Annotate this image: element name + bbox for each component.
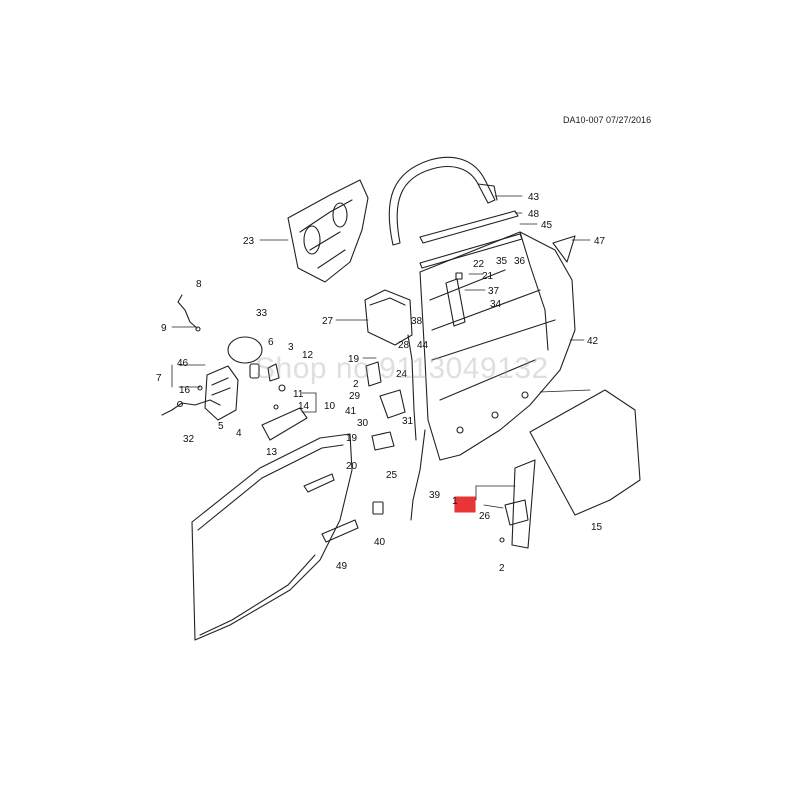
part-outside-handle [303, 473, 335, 493]
callout-7: 7 [156, 373, 162, 384]
callout-6: 6 [268, 337, 274, 348]
callout-31: 31 [402, 416, 414, 427]
callout-48: 48 [528, 209, 540, 220]
part-release-cable [161, 399, 221, 416]
callout-15: 15 [591, 522, 603, 533]
callout-13: 13 [266, 447, 278, 458]
callout-43: 43 [528, 192, 540, 203]
callout-34: 34 [490, 299, 502, 310]
callout-49: 49 [336, 561, 348, 572]
callout-36: 36 [514, 256, 526, 267]
callout-1: 1 [452, 496, 458, 507]
part-cable-loop [227, 336, 263, 364]
callout-42: 42 [587, 336, 599, 347]
callout-19: 19 [348, 354, 360, 365]
part-corner-trim [552, 235, 576, 263]
document-id: DA10-007 07/27/2016 [563, 115, 652, 125]
callout-8: 8 [196, 279, 202, 290]
callout-47: 47 [594, 236, 606, 247]
callout-27: 27 [322, 316, 334, 327]
leader-lines [171, 195, 591, 509]
callout-2: 2 [353, 379, 359, 390]
callout-40: 40 [374, 537, 386, 548]
part-door-inner-panel [419, 231, 576, 461]
part-clip-3 [267, 363, 280, 382]
callout-3: 3 [288, 342, 294, 353]
callout-22: 22 [473, 259, 485, 270]
part-hinge-lower [371, 431, 395, 451]
callout-26: 26 [479, 511, 491, 522]
callout-16: 16 [179, 385, 191, 396]
shop-watermark: Shop no 9113049132 [255, 352, 549, 385]
callout-21: 21 [482, 271, 494, 282]
part-door-check [379, 389, 406, 419]
callout-35: 35 [496, 256, 508, 267]
part-inner-cover [364, 289, 413, 346]
part-water-deflector [287, 179, 369, 283]
callout-11: 11 [293, 389, 304, 400]
part-window-frame-arch [388, 156, 498, 246]
callout-32: 32 [183, 434, 195, 445]
callout-29: 29 [349, 391, 361, 402]
callout-9: 9 [161, 323, 167, 334]
callout-45: 45 [541, 220, 553, 231]
callout-10: 10 [324, 401, 336, 412]
callout-39: 39 [429, 490, 441, 501]
callout-25: 25 [386, 470, 398, 481]
callout-24: 24 [396, 369, 408, 380]
part-handle-assembly [321, 519, 359, 543]
part-guide-rail [445, 272, 466, 327]
part-door-lock-actuator [197, 365, 239, 421]
callout-12: 12 [302, 350, 314, 361]
callout-5: 5 [218, 421, 224, 432]
callout-38: 38 [411, 316, 423, 327]
callout-30: 30 [357, 418, 369, 429]
part-clip-6 [249, 363, 260, 379]
part-hinge-upper [365, 361, 382, 387]
callout-44: 44 [417, 340, 429, 351]
part-inside-handle [261, 384, 308, 441]
part-regulator-motor-highlight [454, 496, 476, 513]
part-door-glass [529, 389, 641, 516]
callout-33: 33 [256, 308, 268, 319]
callout-19: 19 [346, 433, 358, 444]
callout-23: 23 [243, 236, 255, 247]
part-lock-rod [177, 294, 201, 332]
part-block-40 [372, 501, 384, 515]
callout-20: 20 [346, 461, 358, 472]
callout-46: 46 [177, 358, 189, 369]
part-weatherstrip [407, 334, 426, 521]
callout-41: 41 [345, 406, 357, 417]
callout-4: 4 [236, 428, 242, 439]
callout-28: 28 [398, 340, 410, 351]
callout-37: 37 [488, 286, 500, 297]
part-door-outer-skin [191, 433, 353, 641]
part-belt-moulding-outer [419, 210, 519, 244]
callout-2: 2 [499, 563, 505, 574]
part-window-regulator [499, 459, 536, 549]
callout-14: 14 [298, 401, 310, 412]
